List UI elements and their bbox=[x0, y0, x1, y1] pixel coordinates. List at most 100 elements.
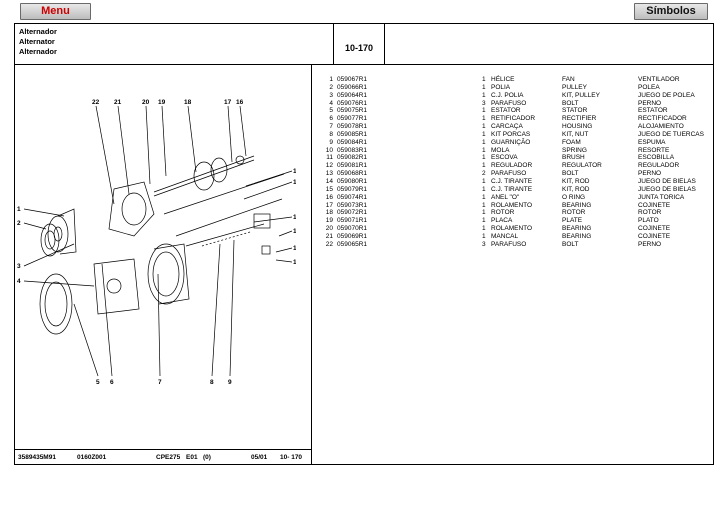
part-es: PERNO bbox=[638, 99, 662, 107]
callout-18: 18 bbox=[184, 99, 192, 106]
part-code: 059072R1 bbox=[337, 209, 367, 217]
part-es: COJINETE bbox=[638, 225, 671, 233]
part-qty: 1 bbox=[482, 162, 486, 170]
part-item: 16 bbox=[325, 193, 333, 201]
title-pt: Alternador bbox=[19, 27, 57, 36]
part-pt: ROLAMENTO bbox=[491, 225, 533, 233]
callout-21: 21 bbox=[114, 99, 122, 106]
page-code: 10-170 bbox=[344, 43, 374, 53]
part-en: FAN bbox=[562, 76, 575, 83]
footer-part-number: 3589435M91 bbox=[18, 454, 56, 461]
footer-date: 05/01 bbox=[251, 454, 268, 461]
part-item: 10 bbox=[325, 146, 333, 154]
part-qty: 1 bbox=[482, 201, 486, 209]
part-es: ALOJAMIENTO bbox=[638, 123, 684, 131]
part-pt: HÉLICE bbox=[491, 76, 515, 83]
symbols-button[interactable]: Símbolos bbox=[634, 3, 708, 20]
callout-20: 20 bbox=[142, 99, 150, 106]
part-en: FOAM bbox=[562, 138, 581, 146]
part-pt: ESTATOR bbox=[491, 107, 521, 115]
part-pt: ESCOVA bbox=[491, 154, 518, 162]
header-titles: Alternador Alternator Alternador bbox=[19, 27, 57, 57]
part-code: 059066R1 bbox=[337, 83, 367, 91]
part-pt: RETIFICADOR bbox=[491, 115, 536, 123]
part-pt: MANCAL bbox=[491, 232, 519, 240]
part-es: PERNO bbox=[638, 170, 662, 178]
part-es: VENTILADOR bbox=[638, 76, 680, 83]
part-pt: C.J. TIRANTE bbox=[491, 185, 533, 193]
page-code-box: 10-170 bbox=[333, 24, 385, 64]
part-qty: 1 bbox=[482, 193, 486, 201]
part-qty: 1 bbox=[482, 138, 486, 146]
part-es: ROTOR bbox=[638, 209, 662, 217]
part-qty: 1 bbox=[482, 83, 486, 91]
part-item: 6 bbox=[329, 115, 333, 123]
part-es: ESCOBILLA bbox=[638, 154, 675, 162]
part-es: RESORTE bbox=[638, 146, 670, 154]
part-en: BEARING bbox=[562, 201, 592, 209]
callout-19: 19 bbox=[158, 99, 166, 106]
part-pt: PARAFUSO bbox=[491, 170, 527, 178]
part-en: BEARING bbox=[562, 232, 592, 240]
part-item: 1 bbox=[329, 76, 333, 83]
part-qty: 1 bbox=[482, 209, 486, 217]
part-code: 059064R1 bbox=[337, 91, 367, 99]
part-es: PERNO bbox=[638, 240, 662, 248]
part-code: 059085R1 bbox=[337, 130, 367, 138]
part-pt: C.J. POLIA bbox=[491, 91, 524, 99]
callout-10: 10 bbox=[293, 259, 296, 266]
callout-11: 11 bbox=[293, 245, 296, 252]
exploded-diagram: 22 21 20 19 18 17 16 15 14 13 12 11 10 9… bbox=[17, 99, 296, 386]
part-en: BOLT bbox=[562, 170, 579, 178]
callout-9: 9 bbox=[228, 379, 232, 386]
footer-catalog: CPE275 bbox=[156, 454, 181, 461]
footer-divider bbox=[15, 449, 312, 450]
part-pt: ANEL "O" bbox=[491, 193, 520, 201]
part-code: 059067R1 bbox=[337, 76, 367, 83]
part-qty: 1 bbox=[482, 217, 486, 225]
part-es: POLEA bbox=[638, 83, 660, 91]
footer-page: 10- 170 bbox=[280, 454, 303, 461]
part-es: COJINETE bbox=[638, 232, 671, 240]
part-pt: ROLAMENTO bbox=[491, 201, 533, 209]
part-code: 059065R1 bbox=[337, 240, 367, 248]
part-item: 21 bbox=[325, 232, 333, 240]
part-item: 18 bbox=[325, 209, 333, 217]
part-item: 12 bbox=[325, 162, 333, 170]
part-code: 059077R1 bbox=[337, 115, 367, 123]
part-en: KIT, ROD bbox=[562, 177, 590, 185]
callout-12: 12 bbox=[293, 228, 296, 235]
part-code: 059080R1 bbox=[337, 177, 367, 185]
part-qty: 3 bbox=[482, 240, 486, 248]
part-code: 059084R1 bbox=[337, 138, 367, 146]
callout-17: 17 bbox=[224, 99, 232, 106]
part-item: 19 bbox=[325, 217, 333, 225]
part-item: 9 bbox=[329, 138, 333, 146]
part-item: 7 bbox=[329, 123, 333, 131]
part-es: JUNTA TORICA bbox=[638, 193, 685, 201]
part-pt: CARCAÇA bbox=[491, 123, 523, 131]
part-en: KIT, NUT bbox=[562, 130, 589, 138]
title-en: Alternator bbox=[19, 37, 55, 46]
part-en: ROTOR bbox=[562, 209, 586, 217]
title-es: Alternador bbox=[19, 47, 57, 56]
part-es: JUEGO DE POLEA bbox=[638, 91, 695, 99]
part-pt: POLIA bbox=[491, 83, 511, 91]
part-item: 2 bbox=[329, 83, 333, 91]
part-en: BOLT bbox=[562, 240, 579, 248]
menu-button[interactable]: Menu bbox=[20, 3, 91, 20]
part-item: 20 bbox=[325, 225, 333, 233]
part-en: BOLT bbox=[562, 99, 579, 107]
part-es: ESTATOR bbox=[638, 107, 668, 115]
part-item: 5 bbox=[329, 107, 333, 115]
callout-7: 7 bbox=[158, 379, 162, 386]
part-pt: PLACA bbox=[491, 217, 513, 225]
part-qty: 1 bbox=[482, 123, 486, 131]
callout-13: 13 bbox=[293, 214, 296, 221]
part-code: 059068R1 bbox=[337, 170, 367, 178]
callout-15: 15 bbox=[293, 168, 296, 175]
part-qty: 1 bbox=[482, 146, 486, 154]
callout-1: 1 bbox=[17, 206, 21, 213]
part-code: 059074R1 bbox=[337, 193, 367, 201]
header-divider bbox=[15, 64, 713, 65]
